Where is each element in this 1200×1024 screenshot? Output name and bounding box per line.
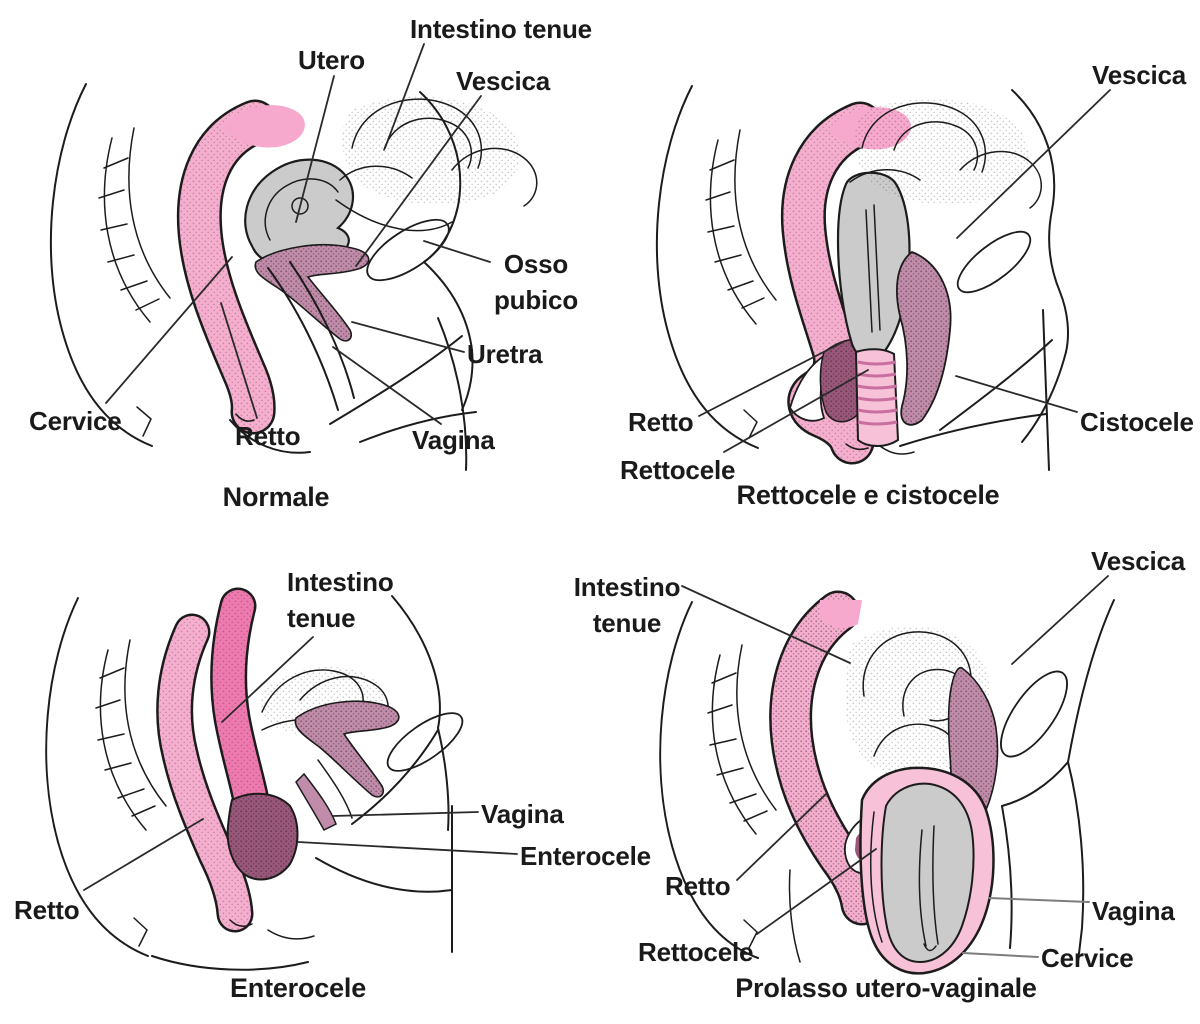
panel-prolasso-drawing [659,575,1115,975]
label-uretra: Uretra [467,339,543,369]
sacrum [95,639,167,831]
label-rettocele: Rettocele [620,455,736,485]
colon-retto [780,101,911,465]
label-enterocele: Enterocele [520,841,651,871]
osso-pubico [1000,670,1068,758]
label-cervice: Cervice [29,406,122,436]
body-outline [659,601,759,959]
label-retto: Retto [14,895,80,925]
label-cervice: Cervice [1041,943,1134,973]
colon-retto [156,613,254,933]
intestino-tenue-loops [335,96,538,232]
body-outline [655,85,759,449]
panel-enterocele-drawing [45,587,518,971]
label-retto: Retto [235,421,301,451]
label-intestino-tenue: Intestino tenue [287,567,394,633]
label-vescica: Vescica [1092,60,1187,90]
label-retto: Retto [628,407,694,437]
vagina-canal [854,348,900,447]
leader-lines-prolasso [681,575,1109,958]
vescica [254,244,370,342]
caption-prolasso-utero-vaginale: Prolasso utero-vaginale [735,973,1037,1003]
utero [836,171,911,361]
label-vescica: Vescica [456,66,551,96]
label-intestino-tenue: Intestino tenue [410,14,592,44]
vagina-canal [295,759,353,831]
label-vagina: Vagina [481,799,564,829]
label-vagina: Vagina [412,425,495,455]
body-outline [49,83,153,447]
sacrum [705,129,777,325]
caption-rettocele-e-cistocele: Rettocele e cistocele [736,480,1000,510]
panel-rettocele-cistocele-drawing [655,85,1111,471]
sacrum [707,644,777,835]
leader-lines-enterocele [83,636,518,891]
osso-pubico [386,712,464,772]
vagina-canal [267,261,355,411]
intestino-tenue-loops [849,98,1042,209]
leader-lines-rettocele-cistocele [698,89,1111,453]
label-osso-pubico: Osso pubico [493,249,579,315]
label-vescica: Vescica [1091,546,1186,576]
vescica [294,700,400,798]
caption-enterocele: Enterocele [229,973,367,1003]
intestino-tenue-erniato [210,587,299,881]
prolasso-massa [859,766,995,975]
sacrum [98,127,171,323]
label-intestino-tenue: Intestino tenue [573,572,681,638]
label-retto: Retto [665,871,731,901]
osso-pubico [956,230,1032,294]
body-front [788,599,1115,963]
label-rettocele: Rettocele [638,937,754,967]
cistocele [895,250,952,426]
caption-normale: Normale [222,482,330,512]
label-utero: Utero [298,45,365,75]
panel-normale-drawing [49,43,538,471]
label-vagina: Vagina [1092,896,1175,926]
body-outline [45,597,149,957]
label-cistocele: Cistocele [1080,407,1194,437]
leader-lines-normale [105,43,491,425]
